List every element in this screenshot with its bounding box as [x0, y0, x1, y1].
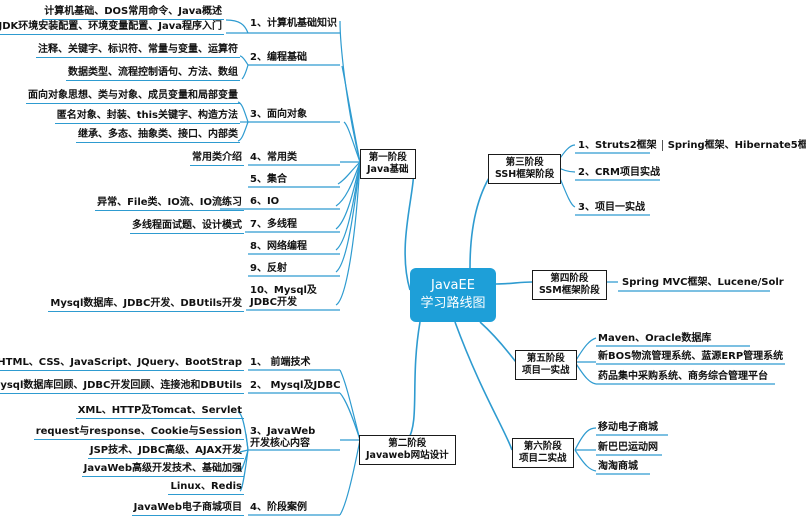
s2-topic-4: 4、阶段案例: [250, 502, 307, 513]
link-s1-t2: [341, 65, 361, 163]
link-s1-t10: [335, 161, 361, 306]
s1-topic-9: 9、反射: [250, 263, 287, 274]
s1-detail-1-2: JDK环境安装配置、环境变量配置、Java程序入门: [0, 21, 224, 35]
center-subtitle: 学习路线图: [420, 296, 486, 311]
link-s1-t1: [339, 20, 361, 163]
stage6-label: 第六阶段: [523, 441, 562, 452]
s2-detail-3-2: request与response、Cookie与Session: [33, 426, 244, 440]
link-s1-t5: [337, 161, 361, 185]
stage3-label: 第三阶段: [505, 157, 544, 168]
stage6-box: 第六阶段 项目二实战: [512, 438, 574, 468]
s6-item-2: 新巴巴运动网: [598, 442, 658, 453]
s1-detail-3-1: 面向对象思想、类与对象、成员变量和局部变量: [26, 90, 240, 104]
stage6-sublabel: 项目二实战: [519, 453, 567, 464]
s3-topic-1-detail: Spring框架、Hibernate5框架: [661, 140, 806, 151]
s1-topic-3: 3、面向对象: [250, 109, 307, 120]
link-s1-t7: [335, 161, 361, 230]
s1-topic-4: 4、常用类: [250, 152, 297, 163]
s5-item-1: Maven、Oracle数据库: [598, 333, 712, 344]
stage4-box: 第四阶段 SSM框架阶段: [532, 270, 607, 300]
s1-detail-3-2: 匿名对象、封装、this关键字、构造方法: [54, 110, 240, 124]
s1-topic-8: 8、网络编程: [250, 241, 307, 252]
s3-topic-1: 1、Struts2框架 Spring框架、Hibernate5框架: [578, 140, 806, 152]
stage2-box: 第二阶段 Javaweb网站设计: [359, 435, 456, 465]
s1-detail-4-1: 常用类介绍: [190, 152, 244, 166]
link-s2-t4: [339, 439, 361, 516]
s1-detail-10-1: Mysql数据库、JDBC开发、DBUtils开发: [48, 298, 244, 312]
s2-topic-3-line2: 开发核心内容: [250, 438, 310, 449]
s2-topic-2: 2、 Mysql及JDBC: [250, 380, 341, 391]
stage2-sublabel: Javaweb网站设计: [366, 450, 449, 461]
s2-detail-4-1: JavaWeb电子商城项目: [131, 502, 244, 516]
center-node: JavaEE 学习路线图: [410, 268, 496, 322]
s1-detail-1-1: 计算机基础、DOS常用命令、Java概述: [42, 6, 224, 20]
s4-detail: Spring MVC框架、Lucene/Solr: [622, 277, 784, 288]
link-center-stage5: [479, 321, 517, 363]
s2-detail-3-3: JSP技术、JDBC高级、AJAX开发: [87, 445, 244, 459]
s1-topic-10-line1: 10、Mysql及: [250, 285, 317, 296]
s2-detail-2-1: Mysql数据库回顾、JDBC开发回顾、连接池和DBUtils: [0, 380, 244, 394]
s2-detail-3-4: JavaWeb高级开发技术、基础加强: [81, 463, 244, 477]
s1-topic-6: 6、IO: [250, 196, 280, 207]
s1-topic-2: 2、编程基础: [250, 52, 307, 63]
link-s2-t2: [339, 392, 361, 441]
stage2-label: 第二阶段: [388, 438, 427, 449]
s2-detail-3-1: XML、HTTP及Tomcat、Servlet: [75, 405, 244, 419]
link-center-stage6: [454, 321, 513, 451]
s2-detail-3-5: Linux、Redis: [168, 481, 244, 495]
stage3-box: 第三阶段 SSH框架阶段: [488, 154, 562, 184]
s1-detail-3-3: 继承、多态、抽象类、接口、内部类: [76, 129, 240, 143]
s1-topic-10: 10、Mysql及 JDBC开发: [250, 285, 317, 309]
s6-item-3: 淘淘商城: [598, 461, 638, 472]
s2-topic-3: 3、JavaWeb 开发核心内容: [250, 426, 315, 450]
s2-detail-1-1: HTML、CSS、JavaScript、JQuery、BootStrap: [0, 357, 244, 371]
link-s1-t3: [343, 121, 361, 163]
link-center-stage4: [495, 281, 533, 285]
s3-topic-3: 3、项目一实战: [578, 202, 645, 213]
s1-topic-5: 5、集合: [250, 174, 287, 185]
link-s2-t1: [339, 369, 361, 441]
stage5-label: 第五阶段: [526, 353, 565, 364]
link-center-stage2: [407, 321, 421, 441]
link-center-stage3: [469, 169, 495, 269]
center-title: JavaEE: [431, 278, 475, 293]
stage1-sublabel: Java基础: [367, 164, 409, 175]
stage3-sublabel: SSH框架阶段: [495, 169, 555, 180]
s1-topic-7: 7、多线程: [250, 219, 297, 230]
link-s1-t6: [335, 161, 361, 207]
stage5-sublabel: 项目一实战: [522, 365, 570, 376]
s1-detail-2-1: 注释、关键字、标识符、常量与变量、运算符: [36, 44, 240, 58]
s5-item-2: 新BOS物流管理系统、蓝源ERP管理系统: [598, 351, 784, 362]
stage1-box: 第一阶段 Java基础: [360, 149, 416, 179]
s1-topic-1: 1、计算机基础知识: [250, 18, 337, 29]
link-s1-t9: [335, 161, 361, 273]
s2-topic-3-line1: 3、JavaWeb: [250, 426, 316, 437]
s1-detail-7-1: 多线程面试题、设计模式: [130, 220, 244, 234]
stage4-sublabel: SSM框架阶段: [539, 285, 600, 296]
s2-topic-1: 1、 前端技术: [250, 357, 311, 368]
s5-item-3: 药品集中采购系统、商务综合管理平台: [598, 371, 768, 382]
stage5-box: 第五阶段 项目一实战: [515, 350, 577, 380]
s6-item-1: 移动电子商城: [598, 422, 658, 433]
stage1-label: 第一阶段: [368, 152, 407, 163]
s1-topic-10-line2: JDBC开发: [250, 297, 297, 308]
stage4-label: 第四阶段: [550, 273, 589, 284]
s3-topic-2: 2、CRM项目实战: [578, 167, 660, 178]
s1-detail-2-2: 数据类型、流程控制语句、方法、数组: [66, 67, 240, 81]
s1-detail-6-1: 异常、File类、IO流、IO流练习: [95, 197, 244, 211]
s3-topic-1-title: 1、Struts2框架: [578, 140, 657, 151]
